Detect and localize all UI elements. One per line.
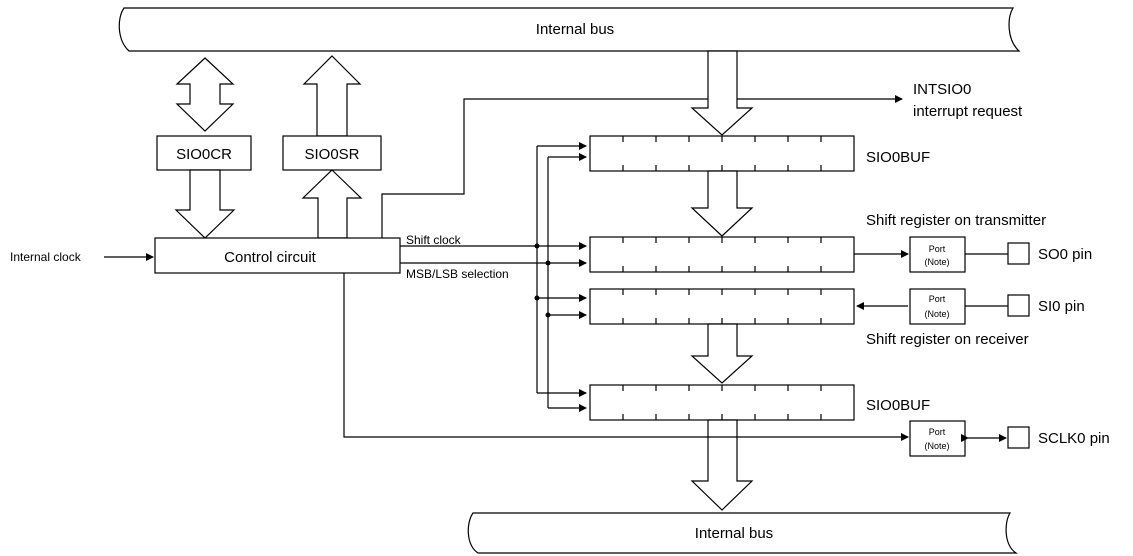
shift-register-tx [589, 236, 855, 273]
junction-dot [534, 295, 540, 301]
so0-pin-label: SO0 pin [1038, 246, 1092, 263]
port-so0 [909, 236, 966, 273]
sio0buf-top-register [589, 135, 855, 172]
sio0buf-bottom-register [589, 384, 855, 421]
sio0sr-label: SIO0SR [304, 146, 359, 163]
sio0cr-register [156, 135, 252, 171]
internal-bus-top-label: Internal bus [536, 21, 614, 38]
shift-rx-label: Shift register on receiver [866, 331, 1029, 348]
junction-dot [545, 312, 551, 318]
control-to-sio0sr-arrow [301, 169, 363, 239]
interrupt-line [381, 95, 903, 238]
sio0buf-bottom-label: SIO0BUF [866, 397, 930, 414]
si0-pin-label: SI0 pin [1038, 298, 1085, 315]
control-circuit [154, 237, 401, 274]
intsio0-label: INTSIO0 [913, 81, 971, 98]
internal-bus-bottom [467, 512, 1018, 554]
sio0cr-to-control-arrow [174, 169, 236, 239]
port-so0-label: Port [929, 244, 946, 254]
port-sclk0-note: (Note) [924, 441, 949, 451]
port-sclk0 [909, 420, 966, 457]
sio0buf-top-label: SIO0BUF [866, 149, 930, 166]
shift-register-rx [589, 288, 855, 325]
shift-clock-label: Shift clock [406, 233, 462, 247]
bus-to-sio0buf-arrow [690, 50, 754, 136]
internal-bus-top [118, 7, 1021, 52]
port-si0-label: Port [929, 294, 946, 304]
port-so0-note: (Note) [924, 257, 949, 267]
sclk0-pin-label: SCLK0 pin [1038, 430, 1110, 447]
junction-dot [534, 243, 540, 249]
sclk0-pin-box [1007, 426, 1030, 449]
sio0cr-label: SIO0CR [176, 146, 232, 163]
msb-lsb-label: MSB/LSB selection [406, 267, 509, 281]
port-sclk0-label: Port [929, 427, 946, 437]
junction-dot [545, 260, 551, 266]
sclk-line [343, 273, 909, 441]
si0-pin-box [1007, 294, 1030, 317]
sio0buf-to-bus-arrow [690, 419, 754, 511]
control-circuit-label: Control circuit [224, 249, 317, 266]
rx-to-sio0buf-arrow [690, 323, 754, 384]
interrupt-request-label: interrupt request [913, 103, 1023, 120]
so0-pin-box [1007, 242, 1030, 265]
port-si0-note: (Note) [924, 309, 949, 319]
internal-bus-bottom-label: Internal bus [695, 525, 773, 542]
bus-sio0cr-double-arrow [175, 57, 235, 132]
sio0buf-to-tx-arrow [690, 170, 754, 237]
sio0sr-to-bus-arrow [302, 55, 362, 137]
shift-tx-label: Shift register on transmitter [866, 212, 1046, 229]
internal-clock-label: Internal clock [10, 250, 82, 264]
